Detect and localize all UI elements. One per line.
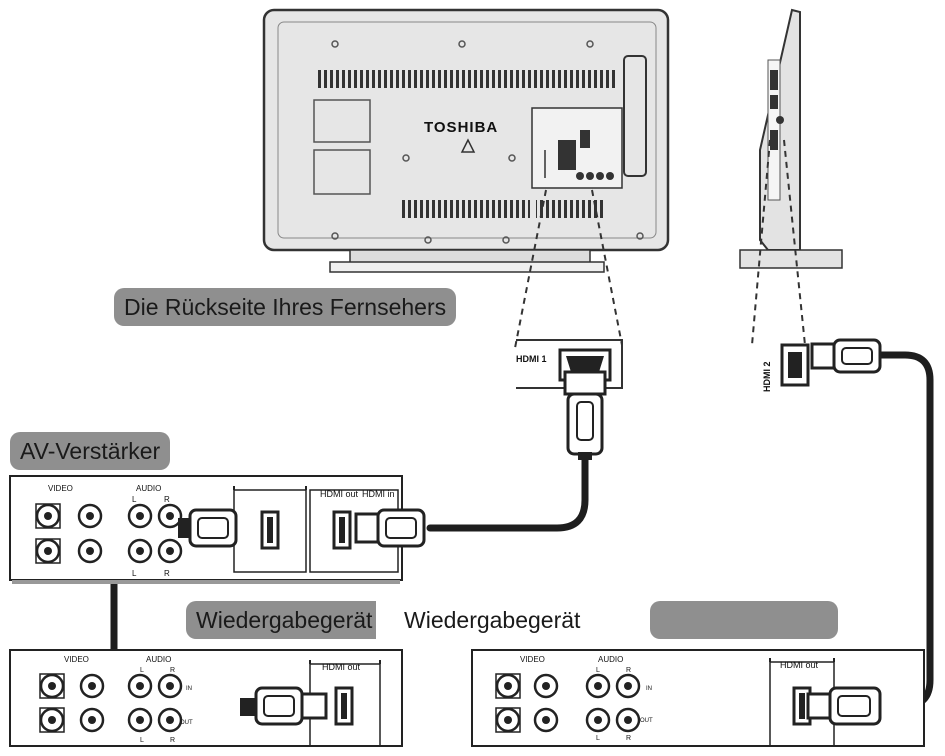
tv-side-panel	[739, 8, 843, 269]
hdmi-plug-icon	[806, 686, 882, 726]
player-mid-label: Wiedergabegerät	[404, 607, 581, 633]
player-device-left: VIDEO AUDIO L R IN OUT L R HDMI out	[9, 649, 403, 747]
svg-text:IN: IN	[186, 686, 192, 692]
l-label: L	[132, 495, 137, 504]
tv-back-panel: TOSHIBA	[262, 8, 670, 252]
hdmi-out-label: HDMI out	[780, 660, 819, 670]
video-label: VIDEO	[48, 484, 73, 493]
svg-text:R: R	[170, 667, 175, 674]
r-label: R	[164, 569, 170, 578]
zoom-lines	[514, 139, 806, 349]
svg-text:R: R	[626, 735, 631, 742]
av-amplifier-label: AV-Verstärker	[10, 432, 171, 470]
audio-label: AUDIO	[146, 655, 171, 664]
video-label: VIDEO	[520, 655, 545, 664]
audio-label: AUDIO	[598, 655, 623, 664]
audio-label: AUDIO	[136, 484, 161, 493]
svg-text:IN: IN	[646, 686, 652, 692]
hdmi2-callout: HDMI 2	[762, 343, 810, 392]
svg-text:L: L	[596, 735, 600, 742]
hdmi1-port-label: HDMI 1	[516, 354, 547, 364]
hdmi-plug-icon	[178, 508, 238, 548]
svg-text:OUT: OUT	[180, 720, 193, 726]
hdmi-plug-icon	[563, 370, 607, 460]
hdmi-out-label: HDMI out	[322, 662, 361, 672]
tv-back-label: Die Rückseite Ihres Fernsehers	[114, 288, 457, 326]
hdmi-plug-icon	[354, 508, 426, 548]
r-label: R	[164, 495, 170, 504]
svg-text:L: L	[140, 737, 144, 744]
video-label: VIDEO	[64, 655, 89, 664]
player-right-label-blank	[650, 601, 838, 639]
tv-brand-label: TOSHIBA	[424, 119, 498, 136]
svg-text:L: L	[596, 667, 600, 674]
svg-text:R: R	[170, 737, 175, 744]
tv-stand	[329, 249, 605, 273]
hdmi-in-label: HDMI in	[362, 489, 395, 499]
svg-text:R: R	[626, 667, 631, 674]
logo-icon	[460, 138, 476, 153]
svg-text:OUT: OUT	[640, 718, 653, 724]
hdmi-out-label: HDMI out	[320, 489, 359, 499]
l-label: L	[132, 569, 137, 578]
hdmi-plug-icon	[240, 686, 328, 726]
player-left-label: Wiedergabegerät	[186, 601, 377, 639]
hdmi-plug-icon	[810, 338, 882, 374]
svg-text:L: L	[140, 667, 144, 674]
hdmi2-port-label: HDMI 2	[762, 361, 772, 392]
